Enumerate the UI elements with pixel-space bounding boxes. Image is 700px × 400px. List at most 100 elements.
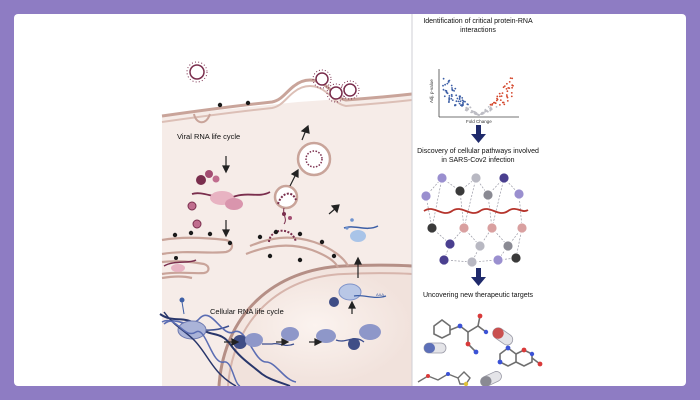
volcano-point	[484, 109, 487, 112]
volcano-point	[461, 99, 464, 102]
volcano-point	[448, 97, 451, 99]
volcano-y-axis-label: Adj. p-value	[429, 79, 434, 103]
volcano-point	[442, 88, 445, 91]
volcano-point	[456, 97, 459, 100]
volcano-point	[462, 101, 464, 104]
volcano-point	[442, 77, 445, 80]
volcano-point	[459, 100, 462, 103]
volcano-point	[511, 77, 514, 80]
volcano-point	[495, 99, 498, 102]
volcano-point	[503, 103, 506, 106]
volcano-point	[470, 111, 472, 114]
cycle-arrows	[222, 124, 362, 346]
pill-3	[480, 371, 502, 386]
network-node	[492, 254, 504, 266]
volcano-point	[451, 95, 453, 97]
volcano-point	[511, 84, 514, 87]
volcano-point	[442, 84, 444, 87]
network-node	[498, 172, 510, 184]
step3-title: Uncovering new therapeutic targets	[422, 292, 534, 299]
volcano-point	[458, 95, 461, 98]
volcano-point	[501, 92, 504, 94]
cellular-cycle-label: Cellular RNA life cycle	[210, 307, 284, 316]
network-edge	[491, 177, 505, 229]
volcano-point	[508, 81, 511, 83]
volcano-point	[489, 109, 492, 111]
step2-title: Discovery of cellular pathways involved …	[417, 148, 539, 164]
volcano-point	[489, 103, 492, 106]
step1-title: Identification of critical protein-RNA i…	[423, 18, 533, 34]
molecule-3-atoms	[426, 372, 469, 386]
molecule-2-atoms	[497, 345, 543, 367]
svg-text:AAA: AAA	[376, 292, 384, 297]
network-node	[482, 189, 494, 201]
network-nodes	[420, 172, 528, 268]
volcano-point	[506, 100, 509, 102]
volcano-point	[466, 107, 468, 110]
volcano-point	[499, 104, 501, 106]
volcano-point	[509, 77, 512, 79]
plasma-membrane	[161, 78, 413, 118]
figure-card: AAA	[14, 14, 686, 386]
network-edge	[463, 177, 477, 229]
volcano-point	[508, 87, 511, 89]
volcano-point	[448, 79, 451, 82]
network-node	[444, 238, 456, 250]
volcano-point	[498, 92, 501, 95]
volcano-point	[473, 111, 475, 113]
volcano-point	[496, 95, 499, 98]
network-node	[466, 256, 478, 268]
network-node	[502, 240, 514, 252]
molecule-1-atoms	[457, 313, 489, 355]
network-node	[420, 190, 432, 202]
network-node	[474, 240, 486, 252]
figure-illustration: AAA	[159, 14, 543, 386]
network-node	[516, 222, 528, 234]
endoplasmic-reticulum	[161, 236, 349, 280]
volcano-point	[451, 87, 453, 89]
volcano-point	[487, 106, 490, 108]
volcano-point	[466, 108, 469, 111]
volcano-point	[481, 113, 483, 116]
volcano-point	[444, 83, 446, 86]
volcano-point	[448, 100, 450, 102]
step-arrows	[471, 125, 486, 286]
volcano-point	[455, 100, 458, 103]
volcano-point	[496, 97, 498, 100]
volcano-point	[461, 97, 464, 99]
volcano-point	[454, 104, 456, 107]
volcano-points	[442, 77, 514, 116]
volcano-point	[502, 86, 505, 89]
volcano-point	[506, 82, 508, 85]
volcano-point	[503, 85, 506, 87]
volcano-point	[486, 110, 489, 113]
network-node	[436, 172, 448, 184]
volcano-point	[446, 82, 449, 85]
down-arrow-2	[471, 268, 486, 286]
down-arrow-1	[471, 125, 486, 143]
volcano-point	[469, 106, 472, 109]
volcano-point	[494, 102, 497, 105]
network-node	[470, 172, 482, 184]
therapeutic-molecules	[417, 313, 543, 386]
volcano-point	[458, 102, 461, 105]
volcano-point	[511, 86, 513, 89]
volcano-point	[454, 87, 457, 90]
volcano-point	[501, 101, 504, 104]
volcano-point	[483, 112, 485, 114]
volcano-point	[445, 91, 448, 94]
volcano-point	[499, 95, 501, 98]
network-rna-strand	[423, 207, 529, 214]
volcano-point	[457, 100, 460, 103]
volcano-point	[490, 108, 493, 111]
dna-helix	[161, 311, 241, 386]
volcano-point	[477, 114, 480, 116]
pathway-network	[420, 172, 529, 268]
molecule-2	[499, 347, 541, 367]
network-edge	[518, 193, 523, 229]
volcano-point	[467, 103, 469, 106]
volcano-point	[491, 103, 494, 105]
volcano-point	[450, 97, 453, 100]
volcano-point	[510, 95, 513, 98]
volcano-point	[455, 94, 458, 97]
